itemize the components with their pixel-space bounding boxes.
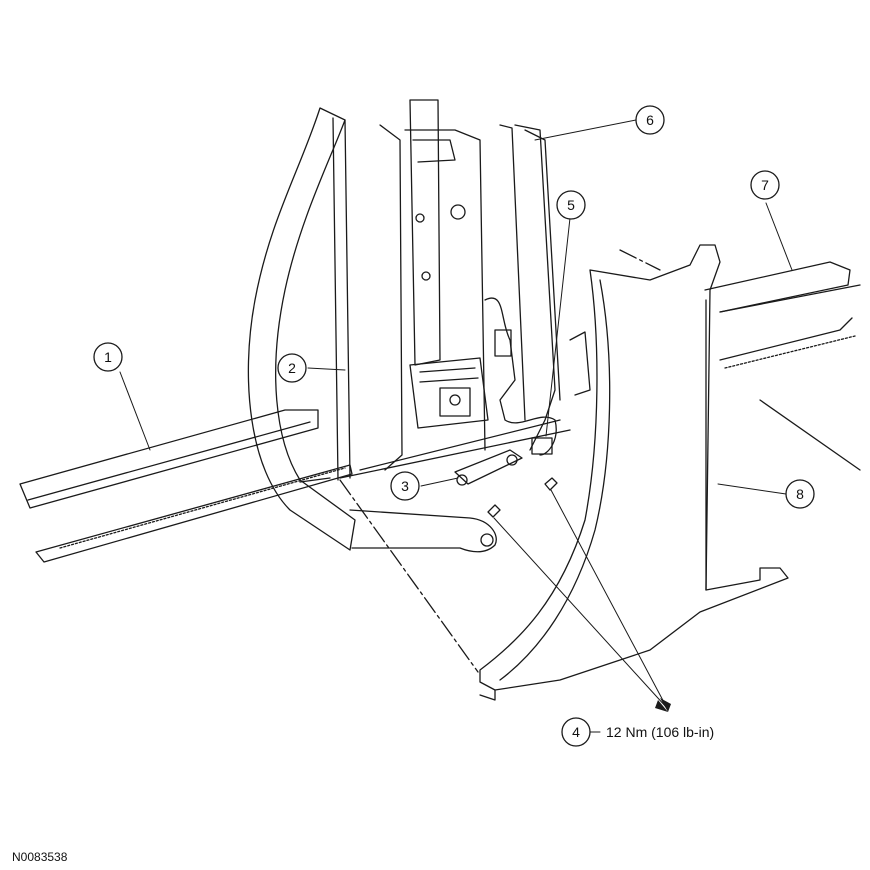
callout-numbers: 1 2 3 4 5 6 7 8	[104, 112, 804, 740]
alignment-lines	[339, 249, 661, 673]
callout-circle-3	[390, 471, 420, 501]
anchor-bracket	[454, 449, 523, 486]
part-4-arrowheads	[655, 698, 671, 712]
callout-label-3: 3	[401, 478, 409, 494]
sill-scuff-plate-right	[569, 261, 861, 471]
figure-id: N0083538	[12, 850, 68, 864]
callout-circle-7	[750, 170, 780, 200]
callout-label-4: 4	[572, 724, 580, 740]
wiring-harness	[484, 297, 557, 456]
callout-label-1: 1	[104, 349, 112, 365]
seat-belt-webbing	[409, 99, 456, 366]
callout-circle-4	[561, 717, 591, 747]
callout-label-2: 2	[288, 360, 296, 376]
callout-group	[93, 105, 815, 747]
callout-circle-6	[635, 105, 665, 135]
torque-spec-label: 12 Nm (106 lb-in)	[606, 724, 714, 740]
sill-scuff-plate-left	[19, 409, 353, 563]
callout-circle-8	[785, 479, 815, 509]
callout-label-6: 6	[646, 112, 654, 128]
leader-lines	[119, 119, 793, 733]
anchor-bolts	[487, 477, 558, 518]
callout-label-8: 8	[796, 486, 804, 502]
callout-circle-5	[556, 190, 586, 220]
seat-belt-retractor	[409, 357, 489, 429]
door-opening-weatherstrip	[524, 129, 561, 401]
callout-circle-2	[277, 353, 307, 383]
callout-circle-1	[93, 342, 123, 372]
callout-label-5: 5	[567, 197, 575, 213]
b-pillar-body	[299, 124, 571, 483]
callout-label-7: 7	[761, 177, 769, 193]
b-pillar-lower-trim	[479, 244, 789, 701]
b-pillar-upper-trim	[247, 107, 497, 553]
